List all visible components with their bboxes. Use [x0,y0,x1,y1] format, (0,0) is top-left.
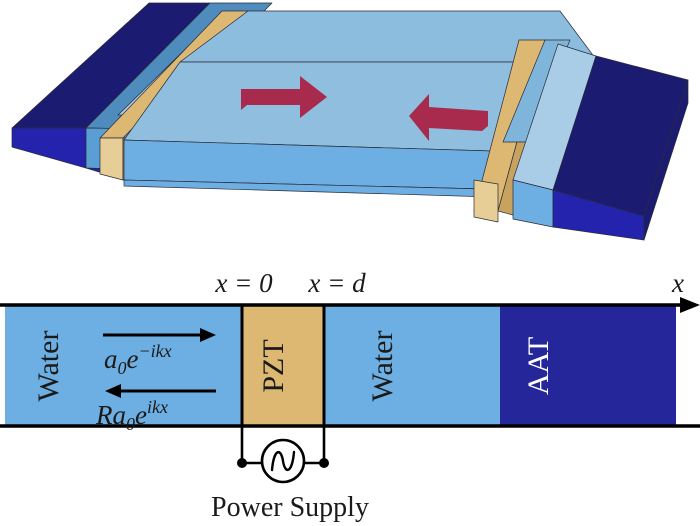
reflected-wave-annotation: Ra0eikx [95,384,216,434]
reflected-wave-arrow [409,94,488,141]
region-pzt [242,305,324,426]
aat-left-end-face [11,127,87,169]
region-aat [500,305,676,426]
region-water-right [324,305,500,426]
incident-coefficient: a [104,344,118,374]
right-terminal-dot [319,458,329,468]
reflected-exponent: ikx [147,397,168,417]
incident-wave-arrowhead [200,328,216,342]
reflected-wave-expression: Ra0eikx [95,397,168,434]
reflected-coefficient: Ra [95,400,126,430]
left-terminal-dot [237,458,247,468]
reflected-subscript: 0 [126,414,135,434]
pzt-right-near-face [473,179,499,223]
region-label-pzt: PZT [257,339,290,392]
incident-subscript: 0 [118,358,127,378]
sine-wave-icon [270,450,296,472]
power-supply-label: Power Supply [211,492,369,523]
region-label-aat: AAT [522,337,555,395]
power-supply-circuit [237,426,329,484]
axis-mark-origin: x = 0 [214,268,273,298]
one-dimensional-cross-section-schematic: x = 0 x = d x Water PZT Water AAT a0e−ik… [0,258,700,526]
reflected-exponential-base: e [135,400,147,430]
incident-wave-arrow [241,76,327,118]
reflected-wave-arrowhead [105,384,121,398]
region-water-left [5,305,242,426]
incident-exponent: −ikx [138,341,171,361]
axis-label-x: x [671,268,684,298]
three-dimensional-waveguide-render: .ed { stroke:#2a2a3a; stroke-width:0.7; … [0,0,700,258]
incident-wave-expression: a0e−ikx [104,341,172,378]
incident-exponential-base: e [127,344,139,374]
x-axis-arrowhead [680,297,700,313]
incident-wave-annotation: a0e−ikx [103,328,216,378]
region-label-water-right: Water [366,331,399,402]
aat-right-end-face [643,79,689,241]
region-label-water-left: Water [32,331,65,402]
pzt-left-near-face [99,137,124,181]
axis-mark-thickness: x = d [307,268,366,298]
